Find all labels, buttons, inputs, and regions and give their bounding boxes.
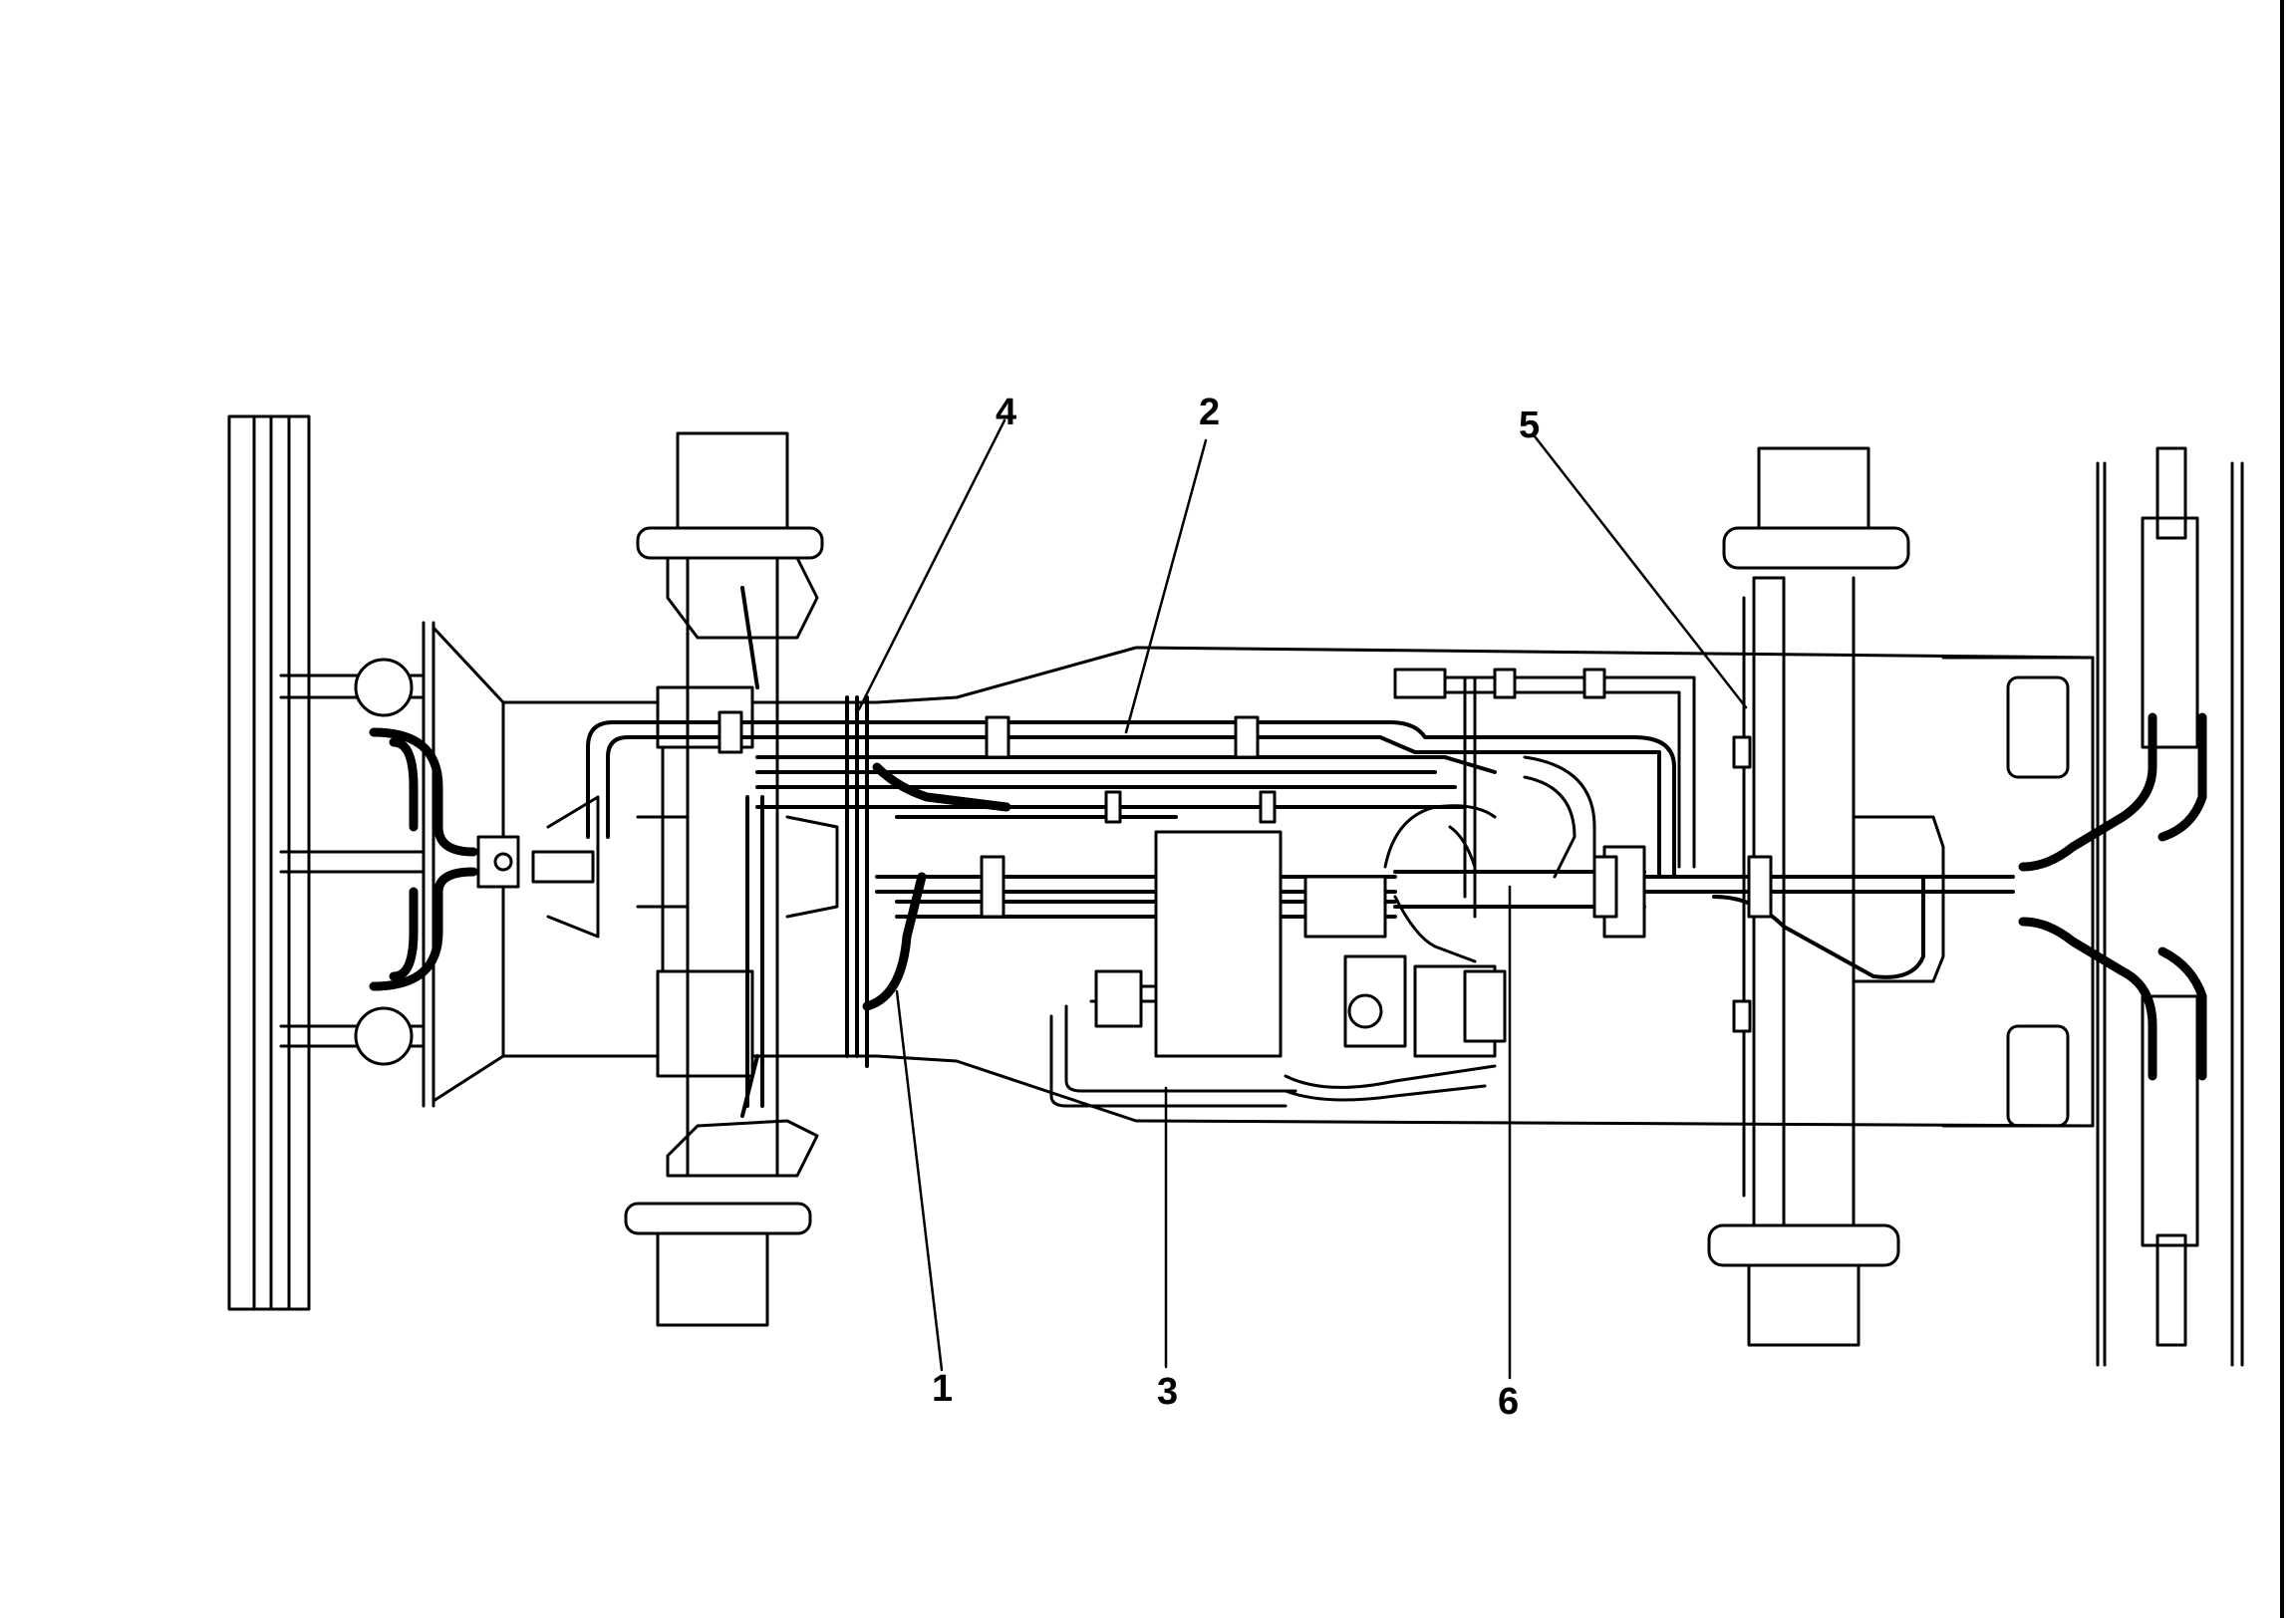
callout-2: 2 [1199,392,1221,433]
rear-wheel-top [1722,446,1910,570]
main-tube-bundle [586,720,2015,979]
front-wheel-top [636,431,824,640]
callout-4: 4 [996,392,1017,433]
rear-axle [1742,576,1945,1232]
accumulator-spheres [354,658,414,1066]
tube-clamps [718,710,1773,1033]
front-bumper [227,414,311,1311]
front-bumper-hoses [369,727,478,991]
callout-leaders [857,418,1748,1380]
front-wheel-bottom [624,1119,819,1327]
front-coupling [476,835,595,889]
callout-1: 1 [932,1368,954,1410]
front-axle [636,556,839,1178]
brake-valve-cluster [1393,668,1696,939]
pump-assembly [1284,804,1507,1102]
rear-frame-rails [2006,446,2244,1367]
front-axle-tubes [740,586,869,1118]
hose-1 [862,762,1011,1011]
callout-3: 3 [1157,1371,1179,1413]
rear-wheel-bottom [1707,1223,1900,1347]
bumper-brackets [279,621,435,1108]
callout-6: 6 [1498,1381,1520,1423]
hydraulic-tank [1049,830,1297,1108]
callout-5: 5 [1519,404,1541,446]
rear-hoses [2018,712,2207,1081]
